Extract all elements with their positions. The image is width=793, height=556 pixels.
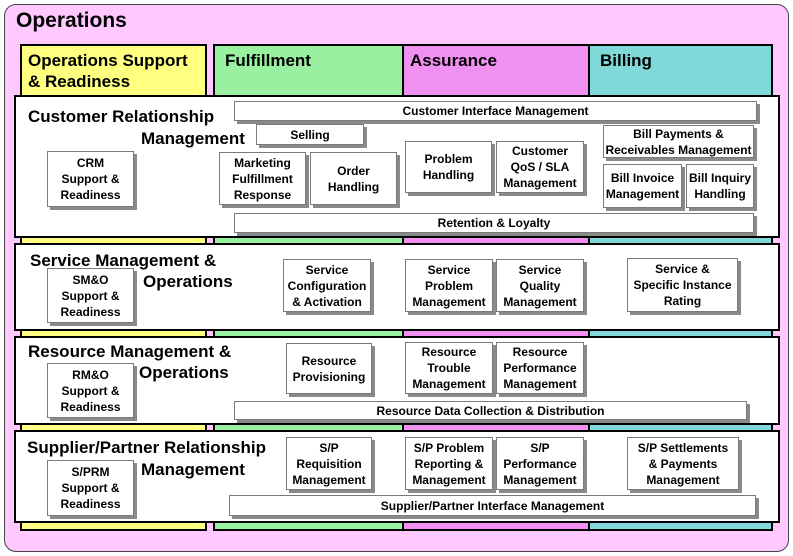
- service-problem-management-box: Service Problem Management: [405, 259, 493, 312]
- rm-title-line2: Operations: [139, 363, 229, 382]
- column-label-assurance: Assurance: [410, 51, 497, 70]
- service-quality-management-box: Service Quality Management: [496, 259, 584, 312]
- supplier-partner-interface-management-bar: Supplier/Partner Interface Management: [229, 495, 756, 516]
- marketing-fulfillment-response-box: Marketing Fulfillment Response: [219, 152, 306, 205]
- service-configuration-activation-box: Service Configuration & Activation: [283, 259, 371, 312]
- crm-title-line2: Management: [141, 129, 245, 148]
- sm-title-line1: Service Management &: [30, 251, 217, 270]
- customer-qos-sla-management-box: Customer QoS / SLA Management: [496, 141, 584, 193]
- order-handling-box: Order Handling: [310, 152, 397, 205]
- sp-requisition-management-box: S/P Requisition Management: [286, 437, 372, 490]
- rm-title-line1: Resource Management &: [28, 342, 232, 361]
- sp-problem-reporting-management-box: S/P Problem Reporting & Management: [405, 437, 493, 490]
- sprm-support-readiness-box: S/PRM Support & Readiness: [47, 460, 134, 516]
- smo-support-readiness-box: SM&O Support & Readiness: [47, 268, 134, 323]
- sm-title-line2: Operations: [143, 272, 233, 291]
- resource-performance-management-box: Resource Performance Management: [496, 342, 584, 394]
- sp-title-line1: Supplier/Partner Relationship: [27, 438, 266, 457]
- retention-loyalty-bar: Retention & Loyalty: [234, 213, 754, 233]
- sp-performance-management-box: S/P Performance Management: [496, 437, 584, 490]
- service-specific-instance-rating-box: Service & Specific Instance Rating: [627, 258, 738, 312]
- sp-title-line2: Management: [141, 460, 245, 479]
- page-title: Operations: [16, 9, 127, 32]
- customer-interface-management-bar: Customer Interface Management: [234, 101, 757, 121]
- bill-payments-receivables-box: Bill Payments & Receivables Management: [603, 125, 754, 158]
- sp-settlements-payments-management-box: S/P Settlements & Payments Management: [627, 437, 739, 490]
- resource-provisioning-box: Resource Provisioning: [286, 343, 372, 394]
- bill-invoice-management-box: Bill Invoice Management: [603, 164, 682, 208]
- bill-inquiry-handling-box: Bill Inquiry Handling: [686, 164, 754, 208]
- rmo-support-readiness-box: RM&O Support & Readiness: [47, 363, 134, 418]
- selling-box: Selling: [256, 124, 364, 145]
- column-label-billing: Billing: [600, 51, 652, 70]
- crm-title-line1: Customer Relationship: [28, 107, 215, 126]
- resource-data-collection-distribution-bar: Resource Data Collection & Distribution: [234, 401, 747, 420]
- problem-handling-box: Problem Handling: [405, 141, 492, 193]
- resource-trouble-management-box: Resource Trouble Management: [405, 342, 493, 394]
- column-label-support-readiness: Operations Support & Readiness: [28, 51, 188, 91]
- crm-support-readiness-box: CRM Support & Readiness: [47, 151, 134, 207]
- column-label-fulfillment: Fulfillment: [225, 51, 311, 70]
